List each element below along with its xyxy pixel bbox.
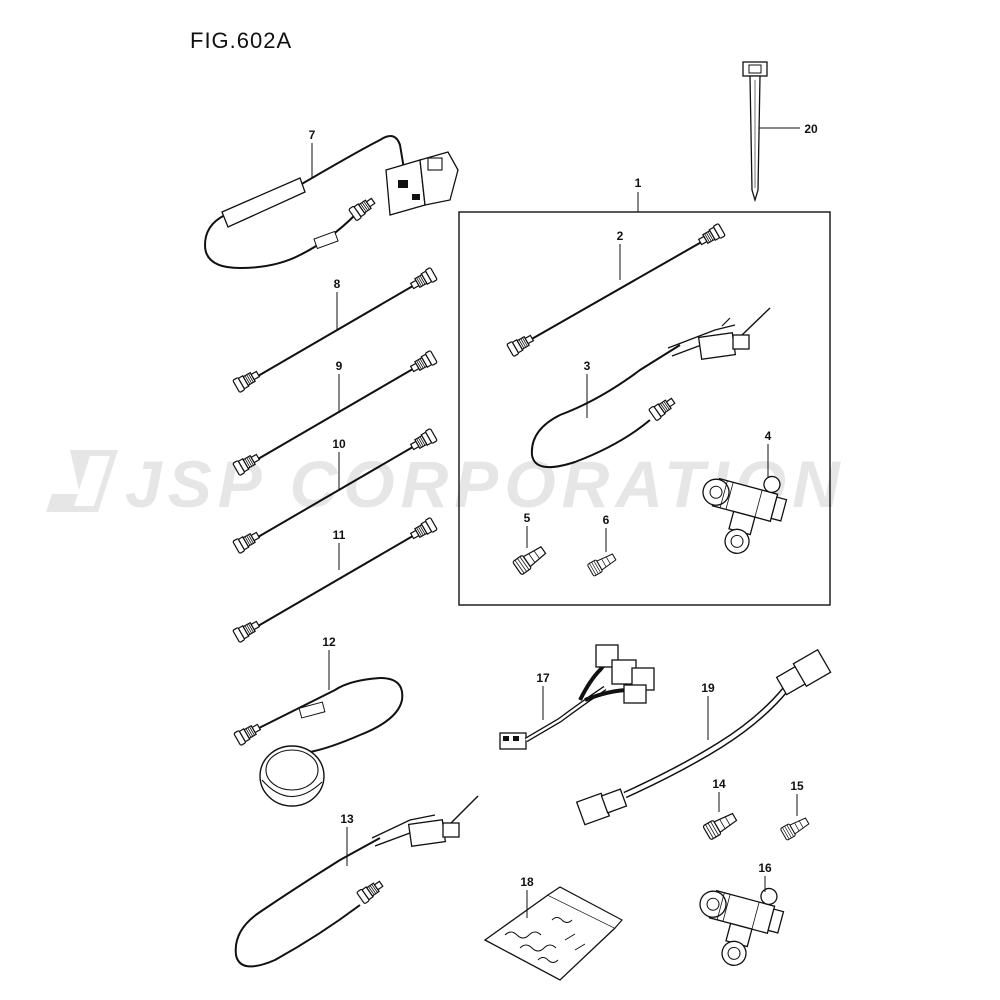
- backbone-cable: [506, 222, 726, 358]
- callout-17: 17: [536, 671, 550, 685]
- power-cable: [234, 795, 479, 968]
- tee-connector: [688, 459, 793, 564]
- callout-10: 10: [332, 437, 346, 451]
- callout-2: 2: [617, 229, 624, 243]
- callout-15: 15: [790, 779, 804, 793]
- callout-16: 16: [758, 861, 772, 875]
- extension-cable-11: [232, 516, 438, 644]
- callout-5: 5: [524, 511, 531, 525]
- callout-20: 20: [804, 122, 818, 136]
- callout-12: 12: [322, 635, 336, 649]
- wire-harness: [575, 648, 832, 826]
- jsp-logo-icon: [46, 450, 118, 512]
- power-cable: [530, 307, 771, 469]
- terminator: [586, 550, 619, 577]
- callout-13: 13: [340, 812, 354, 826]
- cable-tie: [742, 61, 768, 203]
- extension-cable-9: [232, 349, 438, 477]
- callout-6: 6: [603, 513, 610, 527]
- terminator: [779, 814, 812, 841]
- callout-14: 14: [712, 777, 726, 791]
- callout-9: 9: [336, 359, 343, 373]
- extension-cable-10: [232, 427, 438, 555]
- callout-18: 18: [520, 875, 534, 889]
- tee-connector: [685, 871, 790, 976]
- callout-4: 4: [765, 429, 772, 443]
- kit-box: [458, 211, 831, 606]
- callout-11: 11: [333, 528, 346, 542]
- gps-antenna: [233, 676, 404, 807]
- y-harness: [499, 644, 655, 750]
- callout-1: 1: [635, 176, 642, 190]
- figure-title: FIG.602A: [190, 28, 293, 53]
- parts-bag: [483, 886, 623, 981]
- callout-3: 3: [584, 359, 591, 373]
- callout-19: 19: [701, 681, 715, 695]
- extension-cable-8: [232, 266, 438, 394]
- callout-8: 8: [334, 277, 341, 291]
- terminator: [511, 542, 549, 576]
- terminator: [702, 809, 740, 841]
- sensor-cable: [203, 135, 459, 270]
- callout-7: 7: [309, 128, 316, 142]
